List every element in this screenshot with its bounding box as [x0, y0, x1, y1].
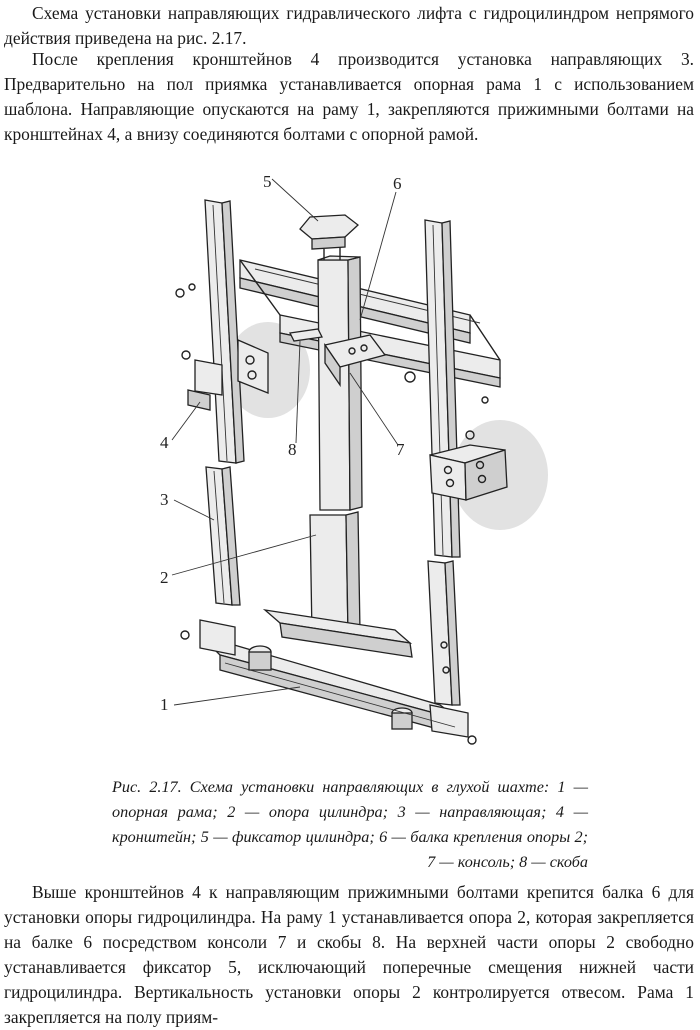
console [323, 334, 387, 388]
label-5: 5 [263, 172, 272, 191]
leader-lines [171, 178, 399, 706]
label-8: 8 [288, 440, 297, 459]
cylinder-fixator [299, 214, 360, 260]
guide-rail-installation-figure: 5 6 4 3 2 1 8 7 [160, 172, 548, 745]
clamp-bracket [289, 328, 323, 342]
guide-rail-left-lower [205, 466, 241, 606]
support-frame [180, 609, 477, 745]
guide-rail-right-upper [424, 219, 461, 558]
bracket-right [404, 371, 508, 501]
label-7: 7 [396, 440, 405, 459]
continuation-paragraph: Выше кронштейнов 4 к направляющим прижим… [4, 882, 694, 1027]
label-4: 4 [160, 433, 169, 452]
intro-paragraph: Схема установки направляющих гидравличес… [4, 3, 694, 48]
cylinder-support-column [309, 255, 363, 636]
label-1: 1 [160, 695, 169, 714]
label-3: 3 [160, 490, 169, 509]
bracket-left [175, 283, 269, 411]
guide-rail-left-upper [204, 199, 245, 464]
figure-caption: Рис. 2.17. Схема установки направляющих … [112, 778, 588, 871]
label-6: 6 [393, 174, 402, 193]
label-2: 2 [160, 568, 169, 587]
guide-rail-right-lower [427, 560, 461, 706]
installation-paragraph: После крепления кронштейнов 4 производит… [4, 49, 694, 144]
